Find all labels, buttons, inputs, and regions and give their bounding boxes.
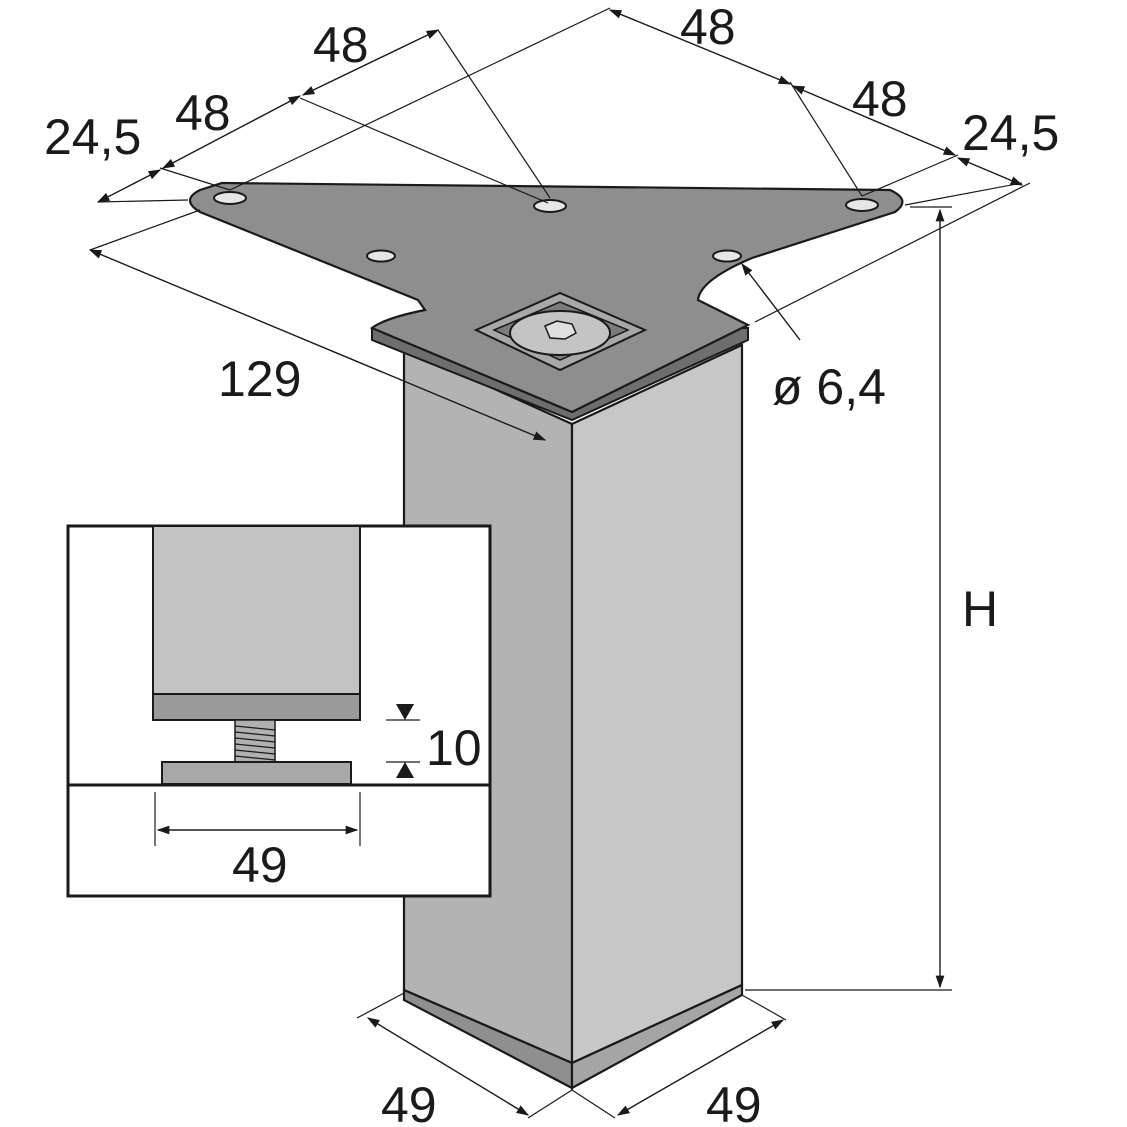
inset-leg-cap xyxy=(152,693,361,721)
height-dimension xyxy=(745,206,952,991)
dim-label-right-1: 48 xyxy=(680,0,736,55)
dim-label-foot-width: 49 xyxy=(232,837,288,893)
dim-label-edge-left: 24,5 xyxy=(44,109,141,165)
dim-label-base-right: 49 xyxy=(706,1077,762,1127)
arrow-up-icon xyxy=(396,762,414,778)
inset-leg xyxy=(152,525,361,695)
dim-label-base-left: 49 xyxy=(381,1077,437,1127)
top-dimension-lines xyxy=(88,7,1031,441)
dim-label-right-2: 48 xyxy=(852,71,908,127)
dim-label-adjust-height: 10 xyxy=(426,720,482,776)
hex-socket-icon xyxy=(544,320,577,340)
mounting-hole-icon xyxy=(533,199,567,213)
mounting-hole-icon xyxy=(366,249,396,263)
dim-label-plate-length: 129 xyxy=(218,351,301,407)
adjuster-thread-icon xyxy=(234,719,276,763)
dim-label-edge-right: 24,5 xyxy=(962,105,1059,161)
detail-inset xyxy=(66,524,492,898)
mounting-hole-icon xyxy=(213,191,247,205)
dim-label-hole-diameter: ø 6,4 xyxy=(772,359,886,415)
dim-label-left-2: 48 xyxy=(313,17,369,73)
base-dimensions xyxy=(356,992,787,1119)
leg-side-face xyxy=(570,343,744,1065)
dim-label-height: H xyxy=(962,581,998,637)
arrow-down-icon xyxy=(396,704,414,720)
dimension-labels: 24,5 48 48 48 48 24,5 129 ø 6,4 H 49 49 … xyxy=(44,0,1059,1127)
mounting-hole-icon xyxy=(845,198,879,212)
mounting-hole-icon xyxy=(712,249,742,263)
dim-label-left-1: 48 xyxy=(175,85,231,141)
adjuster-foot-pad xyxy=(161,761,352,785)
